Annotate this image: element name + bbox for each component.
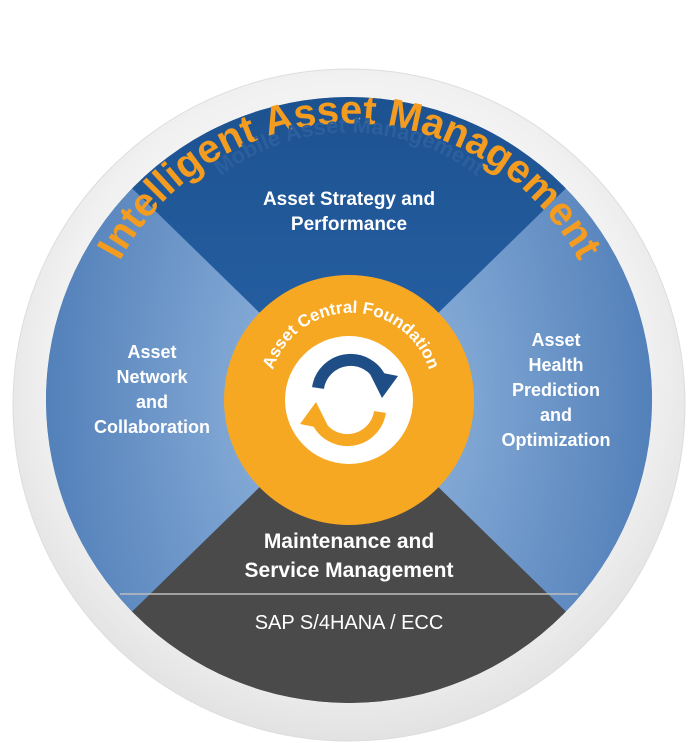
- left-label-line-3: and: [136, 392, 168, 412]
- bottom-label-line-2: Service Management: [245, 559, 454, 582]
- top-label-line-1: Asset Strategy and: [263, 189, 435, 210]
- right-label-line-5: Optimization: [502, 430, 611, 450]
- right-label-line-1: Asset: [531, 330, 580, 350]
- left-label-line-2: Network: [116, 367, 188, 387]
- bottom-footer-label: SAP S/4HANA / ECC: [255, 612, 444, 634]
- left-label-line-4: Collaboration: [94, 417, 210, 437]
- center-disc: [285, 336, 413, 464]
- sync-icon: [300, 353, 398, 447]
- right-label-line-4: and: [540, 405, 572, 425]
- right-quadrant-label: Asset Health Prediction and Optimization: [502, 330, 611, 450]
- top-quadrant-label: Asset Strategy and Performance: [263, 189, 435, 235]
- bottom-quadrant-label: Maintenance and Service Management SAP S…: [245, 530, 454, 634]
- bottom-label-line-1: Maintenance and: [264, 530, 434, 553]
- right-label-line-2: Health: [528, 355, 583, 375]
- top-label-line-2: Performance: [291, 214, 407, 235]
- right-label-line-3: Prediction: [512, 380, 600, 400]
- left-quadrant-label: Asset Network and Collaboration: [94, 342, 210, 437]
- left-label-line-1: Asset: [127, 342, 176, 362]
